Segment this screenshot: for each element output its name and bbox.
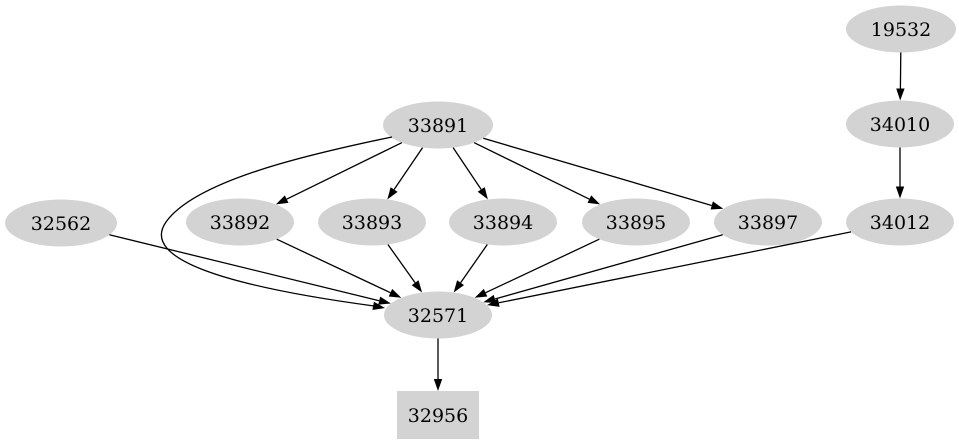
edge-19532-34010-arrowhead	[896, 88, 905, 101]
node-33891-ellipse	[383, 101, 493, 149]
node-34010: 34010	[846, 100, 954, 148]
node-34010-label: 34010	[870, 114, 930, 136]
edge-33892-32571-arrowhead	[388, 288, 402, 298]
edge-32562-32571-line	[109, 234, 380, 302]
edge-34010-34012	[895, 147, 905, 199]
node-34012-ellipse	[846, 198, 954, 246]
edge-33897-32571-line	[494, 234, 723, 300]
node-19532-label: 19532	[871, 19, 931, 41]
node-19532-ellipse	[846, 5, 956, 53]
edge-33891-33893	[387, 147, 424, 200]
edge-33891-33895	[473, 142, 601, 205]
edge-33891-33894	[452, 147, 488, 200]
edge-34012-32571-arrowhead	[487, 298, 500, 307]
node-33897-ellipse	[714, 198, 822, 246]
edge-33891-33892-arrowhead	[275, 195, 289, 205]
edge-33891-33897	[483, 137, 724, 210]
node-34012-label: 34012	[870, 212, 930, 234]
node-32571: 32571	[384, 291, 492, 339]
node-33891-label: 33891	[408, 115, 468, 137]
edge-33894-32571-line	[460, 244, 488, 284]
edge-32562-32571-arrowhead	[378, 296, 391, 305]
node-33897: 33897	[714, 198, 822, 246]
edge-33891-33894-arrowhead	[477, 187, 488, 200]
edge-33895-32571	[474, 238, 600, 298]
edge-33891-33895-arrowhead	[587, 195, 601, 205]
edge-33895-32571-line	[485, 238, 600, 294]
edge-33891-32571	[160, 136, 393, 310]
node-33894-ellipse	[449, 198, 557, 246]
node-32956-label: 32956	[408, 405, 468, 427]
node-33893-label: 33893	[342, 212, 402, 234]
node-32571-label: 32571	[408, 305, 468, 327]
node-34012: 34012	[846, 198, 954, 246]
node-33893: 33893	[318, 198, 426, 246]
node-33891: 33891	[383, 101, 493, 149]
node-32562: 32562	[5, 199, 117, 247]
edge-33891-33894-line	[452, 147, 482, 190]
edge-33894-32571	[453, 244, 488, 293]
edge-33893-32571-line	[387, 244, 416, 284]
node-33892: 33892	[186, 198, 294, 246]
edge-32571-32956-arrowhead	[433, 379, 443, 391]
node-34010-ellipse	[846, 100, 954, 148]
node-32571-ellipse	[384, 291, 492, 339]
node-32562-ellipse	[5, 199, 117, 247]
node-32956-box	[397, 391, 479, 439]
edge-34012-32571-line	[498, 231, 852, 304]
edge-33891-33892-line	[286, 142, 403, 200]
node-33895: 33895	[582, 198, 690, 246]
edge-33892-32571	[276, 238, 402, 298]
edge-19532-34010	[896, 52, 905, 101]
edge-33892-32571-line	[276, 238, 391, 294]
node-33892-ellipse	[186, 198, 294, 246]
edge-33891-33893-line	[393, 147, 424, 190]
node-33895-label: 33895	[606, 212, 666, 234]
edge-33891-33897-arrowhead	[710, 201, 724, 210]
edge-33891-33893-arrowhead	[387, 187, 398, 200]
edge-33891-33895-line	[473, 142, 590, 200]
edge-33897-32571-arrowhead	[483, 294, 496, 303]
edge-33894-32571-arrowhead	[453, 280, 464, 293]
edge-33891-32571-line	[160, 136, 393, 307]
node-32562-label: 32562	[31, 213, 91, 235]
node-33897-label: 33897	[738, 212, 798, 234]
node-33895-ellipse	[582, 198, 690, 246]
node-33894-label: 33894	[473, 212, 533, 234]
edge-33895-32571-arrowhead	[474, 288, 488, 298]
edge-33893-32571	[387, 244, 423, 293]
node-32956: 32956	[397, 391, 479, 439]
edge-33897-32571	[483, 234, 723, 303]
edge-33891-33897-line	[483, 137, 712, 207]
node-33894: 33894	[449, 198, 557, 246]
edge-33893-32571-arrowhead	[411, 280, 423, 293]
edge-33891-33892	[275, 142, 403, 205]
node-33893-ellipse	[318, 198, 426, 246]
edge-34010-34012-arrowhead	[895, 186, 905, 199]
node-19532: 19532	[846, 5, 956, 53]
node-33892-label: 33892	[210, 212, 270, 234]
edge-34012-32571	[487, 231, 852, 307]
edge-32571-32956	[433, 338, 443, 391]
edge-33891-32571-arrowhead	[372, 301, 385, 310]
edge-32562-32571	[109, 234, 391, 305]
